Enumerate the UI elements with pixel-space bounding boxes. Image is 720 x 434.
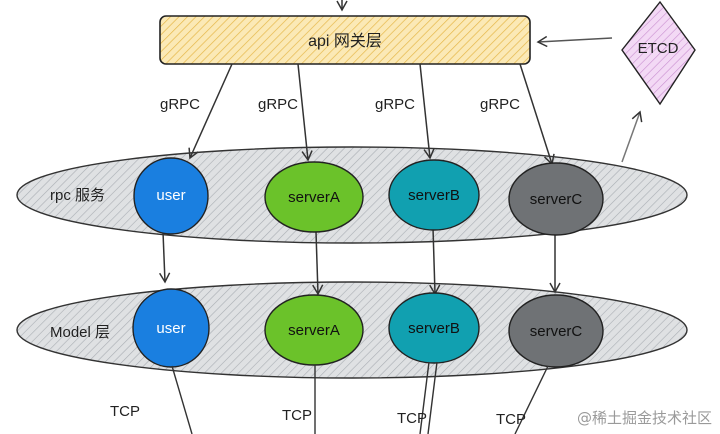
tcp-lines	[171, 361, 549, 434]
etcd-to-gateway-arrow	[536, 35, 613, 48]
watermark: @稀土掘金技术社区	[576, 409, 712, 427]
model-node-serverC-label: serverC	[530, 323, 583, 340]
gateway-box	[159, 15, 531, 65]
tcp-label-4: TCP	[496, 411, 526, 428]
model-node-serverB-label: serverB	[408, 320, 460, 337]
grpc-arrow-serverC	[519, 63, 555, 166]
tcp-line-serverC	[514, 365, 549, 434]
grpc-arrow-serverB	[419, 63, 435, 160]
tcp-label-3: TCP	[397, 410, 427, 427]
rpc-node-serverC-label: serverC	[530, 191, 583, 208]
tcp-line-serverB-1	[419, 361, 430, 434]
grpc-label-3: gRPC	[375, 96, 415, 113]
rpc-node-serverC	[508, 162, 604, 236]
grpc-arrows	[188, 63, 555, 166]
etcd-diamond	[621, 0, 696, 106]
rpc-nodes: user serverA serverB serverC	[133, 157, 604, 236]
rpc-node-serverB	[388, 159, 480, 231]
grpc-label-4: gRPC	[480, 96, 520, 113]
tcp-label-1: TCP	[110, 403, 140, 420]
gateway-label: api 网关层	[308, 32, 382, 50]
model-nodes: user serverA serverB serverC	[132, 288, 604, 368]
model-node-serverA-label: serverA	[288, 322, 340, 339]
arrow-serverA-down	[312, 231, 324, 296]
model-node-user	[132, 288, 210, 368]
tcp-line-user	[171, 365, 193, 434]
tcp-line-serverB-2	[427, 361, 438, 434]
rpc-node-serverA-label: serverA	[288, 189, 340, 206]
model-node-serverB	[388, 292, 480, 364]
rpc-node-serverB-label: serverB	[408, 187, 460, 204]
grpc-arrow-user	[188, 63, 233, 160]
model-node-user-label: user	[156, 320, 185, 337]
rpc-to-etcd-arrow	[621, 110, 643, 163]
model-node-serverA	[264, 294, 364, 366]
grpc-arrow-serverA	[297, 63, 313, 162]
arrow-user-down	[159, 231, 171, 284]
rpc-layer-label: rpc 服务	[50, 187, 105, 204]
arrow-serverB-down	[429, 227, 441, 296]
rpc-node-serverA	[264, 161, 364, 233]
rpc-to-model-arrows	[159, 227, 561, 296]
etcd-label: ETCD	[638, 40, 679, 57]
model-node-serverC	[508, 294, 604, 368]
model-layer-label: Model 层	[50, 324, 110, 341]
tcp-label-2: TCP	[282, 407, 312, 424]
rpc-node-user-label: user	[156, 187, 185, 204]
rpc-node-user	[133, 157, 209, 235]
grpc-label-1: gRPC	[160, 96, 200, 113]
grpc-label-2: gRPC	[258, 96, 298, 113]
